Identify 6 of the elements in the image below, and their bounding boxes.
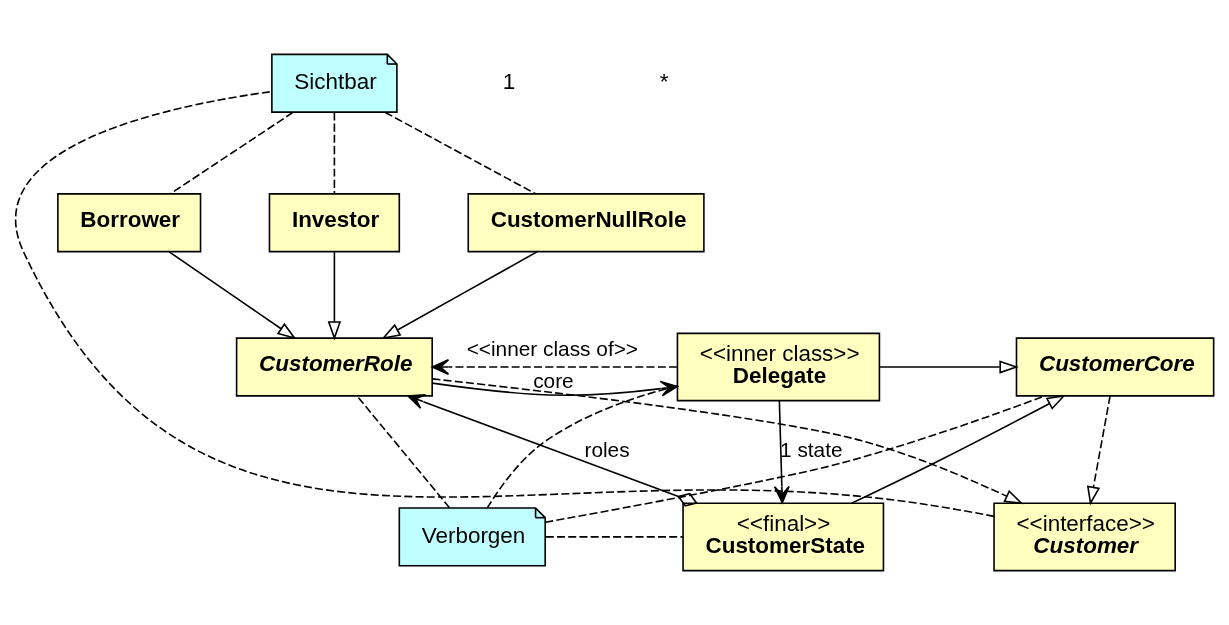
label: * xyxy=(659,69,669,95)
edge-label: core xyxy=(533,369,574,393)
edge-label: <<inner class of>> xyxy=(466,337,639,361)
edge-label: 1 state xyxy=(780,438,843,462)
label: 1 xyxy=(502,69,516,95)
edge-label: roles xyxy=(584,438,630,462)
